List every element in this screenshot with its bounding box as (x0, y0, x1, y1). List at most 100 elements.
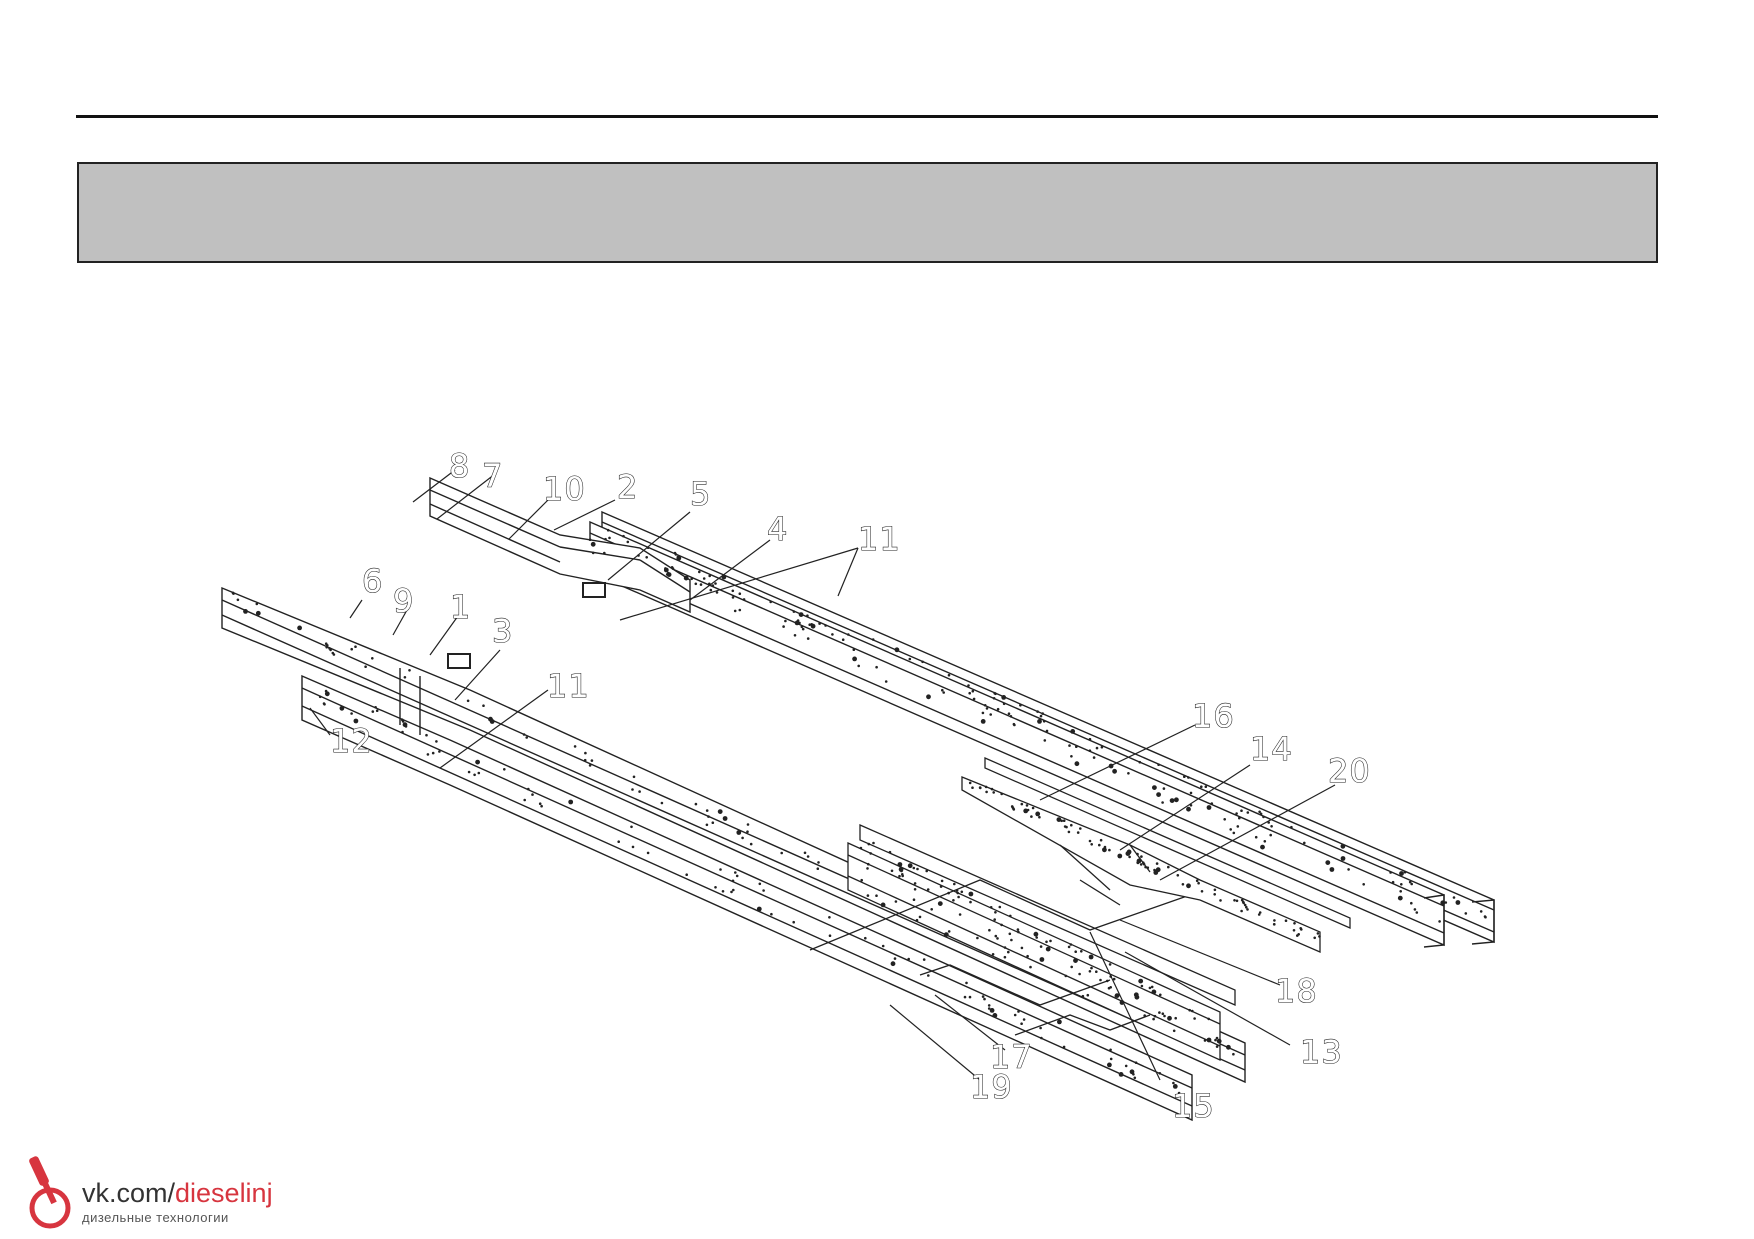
rivet-hole (606, 528, 610, 532)
rivet-hole (719, 868, 722, 871)
rivet-hole (1204, 785, 1208, 788)
rivet-hole (1127, 772, 1130, 775)
rivet-hole (866, 867, 869, 870)
rivet-hole (1223, 818, 1226, 821)
rivet-hole (793, 634, 797, 637)
rivet-hole (1056, 817, 1062, 822)
rivet-hole (1148, 986, 1152, 990)
rivet-hole (947, 891, 950, 895)
rivet-hole (921, 660, 924, 664)
rivet-hole (831, 633, 834, 636)
rivet-hole (1161, 801, 1164, 804)
rivet-hole (913, 882, 917, 885)
callout-9: 9 (393, 582, 414, 620)
rivet-hole (939, 885, 943, 888)
rivet-hole (588, 538, 592, 541)
rivet-hole (1033, 931, 1039, 937)
lower-reinforcement-set (809, 824, 1236, 1062)
rivet-hole (401, 720, 405, 723)
rivet-hole (1290, 825, 1293, 829)
rivet-hole (591, 551, 595, 555)
rivet-hole (1003, 946, 1007, 949)
rivet-hole (1213, 893, 1216, 896)
rivet-hole (960, 890, 964, 894)
rivet-hole (721, 890, 725, 893)
rivet-hole (707, 815, 710, 818)
rivet-hole (940, 879, 944, 883)
rivet-hole (1181, 883, 1185, 886)
rivet-hole (818, 622, 821, 625)
rivet-hole (1030, 815, 1033, 818)
callout-11-upper: 11 (858, 520, 901, 558)
rivet-hole (985, 790, 988, 794)
rivet-hole (1020, 1022, 1023, 1025)
rivet-hole (408, 669, 411, 672)
rivet-hole (1022, 1018, 1026, 1021)
rivet-hole (473, 773, 476, 777)
rivet-hole (989, 1008, 995, 1013)
rivet-hole (1031, 806, 1035, 810)
rivet-hole (1037, 719, 1042, 724)
rivet-hole (1191, 1009, 1194, 1013)
rivet-hole (869, 852, 872, 855)
rivet-hole (913, 888, 917, 891)
rivet-hole (857, 664, 860, 668)
rivet-hole (901, 874, 904, 878)
rivet-hole (881, 944, 885, 948)
rivet-hole (731, 589, 735, 593)
header-rule (76, 115, 1658, 118)
rivet-hole (1210, 802, 1214, 805)
rivet-hole (907, 863, 913, 869)
rivet-hole (666, 572, 672, 577)
rivet-hole (1132, 1073, 1135, 1076)
rivet-hole (741, 836, 744, 840)
rivet-hole (979, 786, 982, 790)
rivet-hole (1340, 856, 1346, 861)
watermark-url-highlight: dieselinj (175, 1178, 273, 1208)
rivet-hole (1262, 815, 1265, 819)
rivet-hole (1099, 978, 1102, 982)
rivet-hole (1020, 802, 1024, 806)
rivet-hole (354, 645, 357, 648)
rivet-hole (841, 638, 845, 641)
rivet-hole (890, 869, 894, 873)
rivet-hole (435, 740, 438, 743)
rivet-hole (375, 709, 379, 712)
rivet-hole (1007, 950, 1010, 954)
rivet-hole (631, 845, 635, 849)
rivet-hole (969, 900, 972, 904)
rivet-hole (1092, 756, 1096, 759)
rivet-hole (866, 894, 870, 897)
rivet-hole (927, 974, 930, 977)
rivet-hole (1009, 715, 1013, 718)
rivet-hole (1086, 993, 1090, 997)
callout-16: 16 (1192, 697, 1235, 735)
rivet-hole (243, 609, 248, 614)
rivet-hole (1013, 723, 1016, 727)
watermark-url[interactable]: vk.com/dieselinj (82, 1178, 273, 1209)
rivet-hole (1020, 946, 1024, 950)
rivet-hole (1151, 989, 1157, 995)
rivet-hole (1067, 945, 1071, 949)
rivet-hole (1189, 791, 1193, 795)
rivet-hole (730, 890, 733, 894)
rivet-hole (942, 691, 945, 694)
rivet-hole (371, 710, 375, 713)
rivet-hole (1162, 787, 1166, 790)
rivet-hole (1000, 923, 1003, 927)
rivet-hole (350, 647, 354, 651)
rivet-hole (912, 898, 916, 901)
rivet-hole (1174, 797, 1179, 803)
rivet-hole (1341, 845, 1344, 848)
rivet-hole (867, 862, 870, 866)
rivet-hole (965, 981, 968, 985)
rivet-hole (622, 534, 625, 538)
rivet-hole (993, 691, 996, 695)
rivet-hole (852, 656, 857, 662)
callout-4: 4 (767, 510, 788, 548)
rivet-hole (922, 958, 926, 961)
rivet-hole (626, 540, 630, 544)
rivet-hole (1136, 852, 1139, 856)
callout-7: 7 (482, 457, 503, 495)
rivet-hole (1186, 883, 1191, 889)
